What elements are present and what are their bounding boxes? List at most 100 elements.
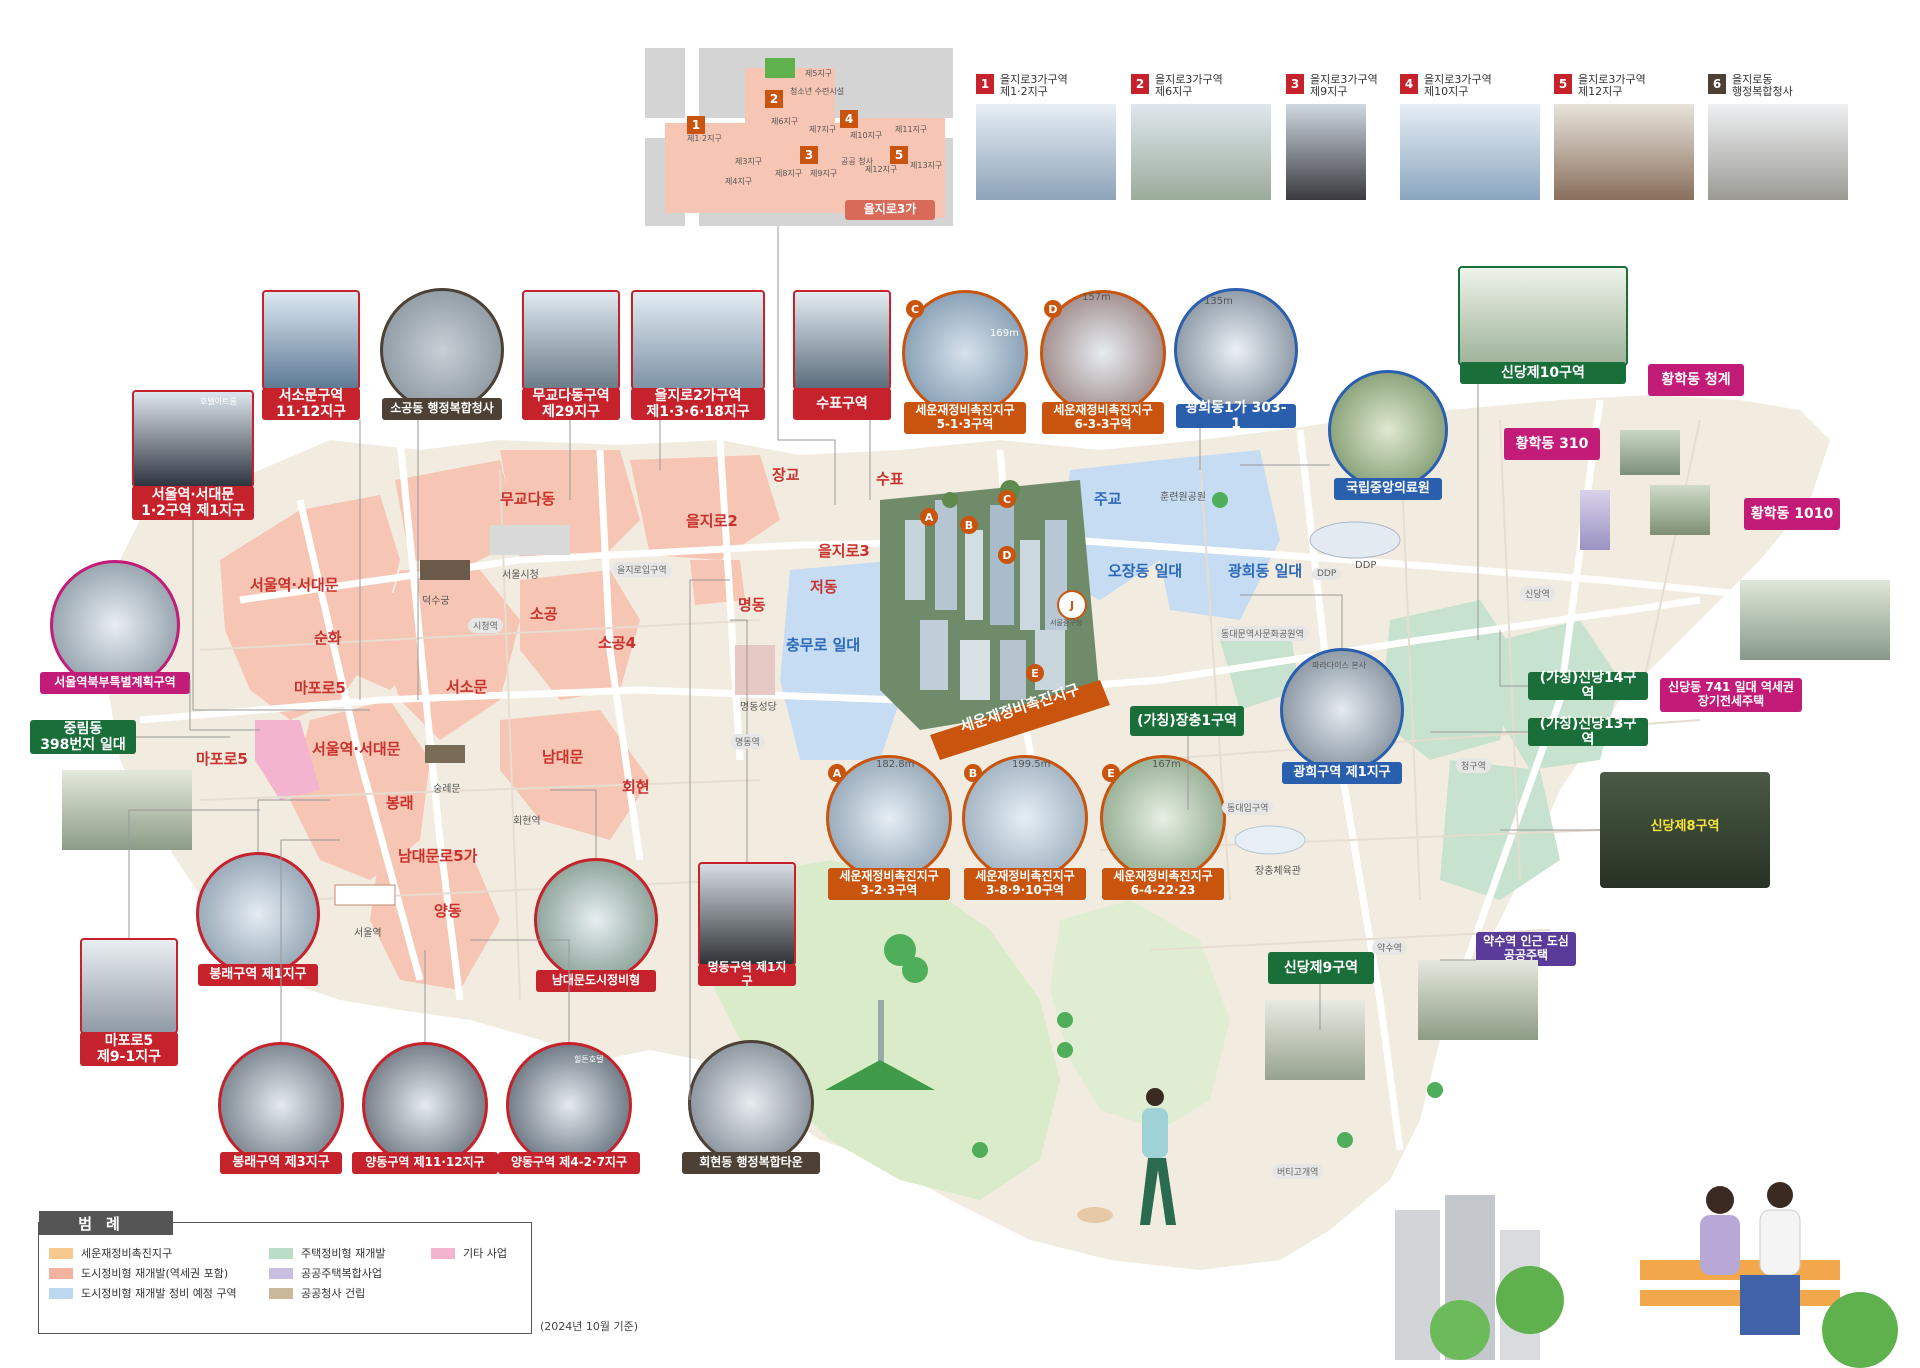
legend-label: 공공주택복합사업 (301, 1267, 382, 1280)
callout-hwanghak-310[interactable]: 황학동 310 (1504, 428, 1600, 460)
callout-sindang8[interactable]: 신당제8구역 (1650, 819, 1720, 834)
district-label: 소공4 (598, 634, 637, 652)
legend-swatch (49, 1287, 73, 1299)
callout-bongnae1[interactable]: 봉래구역 제1지구 (198, 964, 318, 986)
legend-swatch (269, 1247, 293, 1259)
building-hwanghak-cg (1620, 430, 1680, 475)
callout-sogong[interactable]: 소공동 행정복합청사 (382, 398, 502, 420)
badge-d: D (1044, 300, 1062, 318)
inset-label: 제3지구 (735, 157, 763, 166)
callout-sindang741[interactable]: 신당동 741 일대 역세권 장기전세주택 (1660, 678, 1802, 712)
district-label: 을지로3 (818, 542, 870, 560)
callout-yangdong4[interactable]: 양동구역 제4-2·7지구 (498, 1152, 640, 1174)
thumb-image (976, 104, 1116, 200)
callout-hoehyeon[interactable]: 회현동 행정복합타운 (682, 1152, 820, 1174)
thumb-image (1400, 104, 1540, 200)
station-label: DDP (1312, 568, 1342, 580)
callout-seoulstation-north[interactable]: 서울역북부특별계획구역 (40, 672, 190, 694)
building-sindang741 (1740, 580, 1890, 660)
namsan-tower (878, 1000, 884, 1080)
callout-supyo[interactable]: 수표구역 (793, 388, 891, 420)
trees (884, 492, 1443, 1158)
callout-seosomun[interactable]: 서소문구역 11·12지구 (262, 388, 360, 420)
thumb-caption: 을지로3가구역 제10지구 (1424, 73, 1492, 99)
height-g: 135m (1204, 296, 1233, 307)
callout-gwanghui-area1[interactable]: 광희구역 제1지구 (1282, 762, 1402, 784)
inset-num: 2 (765, 90, 783, 108)
height-d: 157m (1082, 292, 1111, 303)
callout-yangdong11[interactable]: 양동구역 제11·12지구 (352, 1152, 498, 1174)
station-label: 청구역 (1456, 758, 1491, 773)
district-label: 수표 (876, 470, 904, 488)
photo-yangdong4 (506, 1042, 632, 1168)
jangchung-gym (1234, 825, 1306, 855)
station-label: 을지로입구역 (612, 562, 672, 577)
map-badge-d: D (998, 546, 1016, 564)
callout-euljiro2[interactable]: 을지로2가구역 제1·3·6·18지구 (631, 388, 765, 420)
district-label: 무교다동 (500, 490, 556, 508)
callout-seoun-d[interactable]: 세운재정비촉진지구 6-3-3구역 (1042, 402, 1164, 434)
callout-sindang14[interactable]: (가칭)신당14구역 (1528, 670, 1648, 702)
building-hwanghak-310 (1580, 490, 1610, 550)
inset-label: 제13지구 (910, 161, 943, 170)
other-project-zone (255, 720, 320, 800)
place-label: 숭례문 (433, 784, 461, 795)
callout-mugyo[interactable]: 무교다동구역 제29지구 (522, 388, 620, 420)
callout-myeongdong1[interactable]: 명동구역 제1지구 (698, 960, 796, 988)
ddp-building (1309, 521, 1401, 559)
inset-map: 제1·2지구 제3지구 제4지구 제5지구 청소년 수련시설 제6지구 제7지구… (645, 48, 953, 226)
photo-sogong (380, 288, 504, 412)
building-sindang9 (1265, 1000, 1365, 1080)
district-label: 서소문 (446, 678, 488, 696)
inset-label: 제10지구 (850, 131, 883, 140)
cityhall-building (490, 525, 570, 555)
station-label: 시청역 (468, 618, 503, 633)
callout-hwanghak-cheonggye[interactable]: 황학동 청계 (1648, 364, 1744, 396)
callout-ncmc[interactable]: 국립중앙의료원 (1334, 478, 1442, 500)
inset-label: 제1·2지구 (687, 134, 722, 143)
callout-gwanghui[interactable]: 광희동1가 303-1 (1176, 400, 1296, 432)
callout-jungnim[interactable]: 중림동 398번지 일대 (30, 720, 136, 754)
callout-seoulstation-12[interactable]: 서울역·서대문 1·2구역 제1지구 (132, 486, 254, 520)
inset-label: 제6지구 (771, 117, 799, 126)
district-label: 남대문로5가 (398, 847, 478, 865)
station-label: 약수역 (1372, 940, 1407, 955)
inset-num: 4 (840, 110, 858, 128)
callout-mapo5[interactable]: 마포로5 제9-1지구 (80, 1032, 178, 1066)
inset-label: 제5지구 (805, 69, 833, 78)
callout-seoun-a[interactable]: 세운재정비촉진지구 3-2·3구역 (828, 868, 950, 900)
hotel-label: 호텔아트롬 (200, 397, 237, 406)
badge-c: C (906, 300, 924, 318)
photo-seoulstation-north (50, 560, 180, 690)
map-badge-a: A (920, 508, 938, 526)
inset-num: 1 (687, 116, 705, 134)
district-label: 순화 (314, 629, 342, 647)
callout-sindang9[interactable]: 신당제9구역 (1268, 952, 1374, 984)
legend-item: 기타 사업 (431, 1245, 507, 1261)
district-label: 마포로5 (294, 679, 346, 697)
badge-a: A (828, 764, 846, 782)
thumb-image (1131, 104, 1271, 200)
district-label: 을지로2 (686, 512, 738, 530)
height-b: 199.5m (1012, 759, 1051, 770)
photo-seoun-a (826, 755, 952, 881)
callout-bongnae3[interactable]: 봉래구역 제3지구 (220, 1152, 342, 1174)
district-label: 소공 (530, 605, 558, 623)
height-a: 182.8m (876, 759, 915, 770)
callout-seoun-e[interactable]: 세운재정비촉진지구 6-4-22·23 (1102, 868, 1224, 900)
callout-sindang13[interactable]: (가칭)신당13구역 (1528, 716, 1648, 748)
callout-seoun-c[interactable]: 세운재정비촉진지구 5-1·3구역 (904, 402, 1026, 434)
height-c: 169m (990, 328, 1019, 339)
callout-jangchung1[interactable]: (가칭)장충1구역 (1130, 706, 1244, 736)
place-label: 장충체육관 (1255, 866, 1301, 877)
district-label: 오장동 일대 (1108, 562, 1183, 580)
station-label: 버티고개역 (1272, 1164, 1324, 1179)
callout-seoun-b[interactable]: 세운재정비촉진지구 3-8·9·10구역 (964, 868, 1086, 900)
callout-namdaemun[interactable]: 남대문도시정비형 (536, 970, 656, 992)
district-label: 양동 (434, 902, 462, 920)
callout-hwanghak-1010[interactable]: 황학동 1010 (1744, 498, 1840, 530)
callout-sindang10[interactable]: 신당제10구역 (1460, 362, 1626, 384)
place-label: DDP (1355, 560, 1377, 571)
